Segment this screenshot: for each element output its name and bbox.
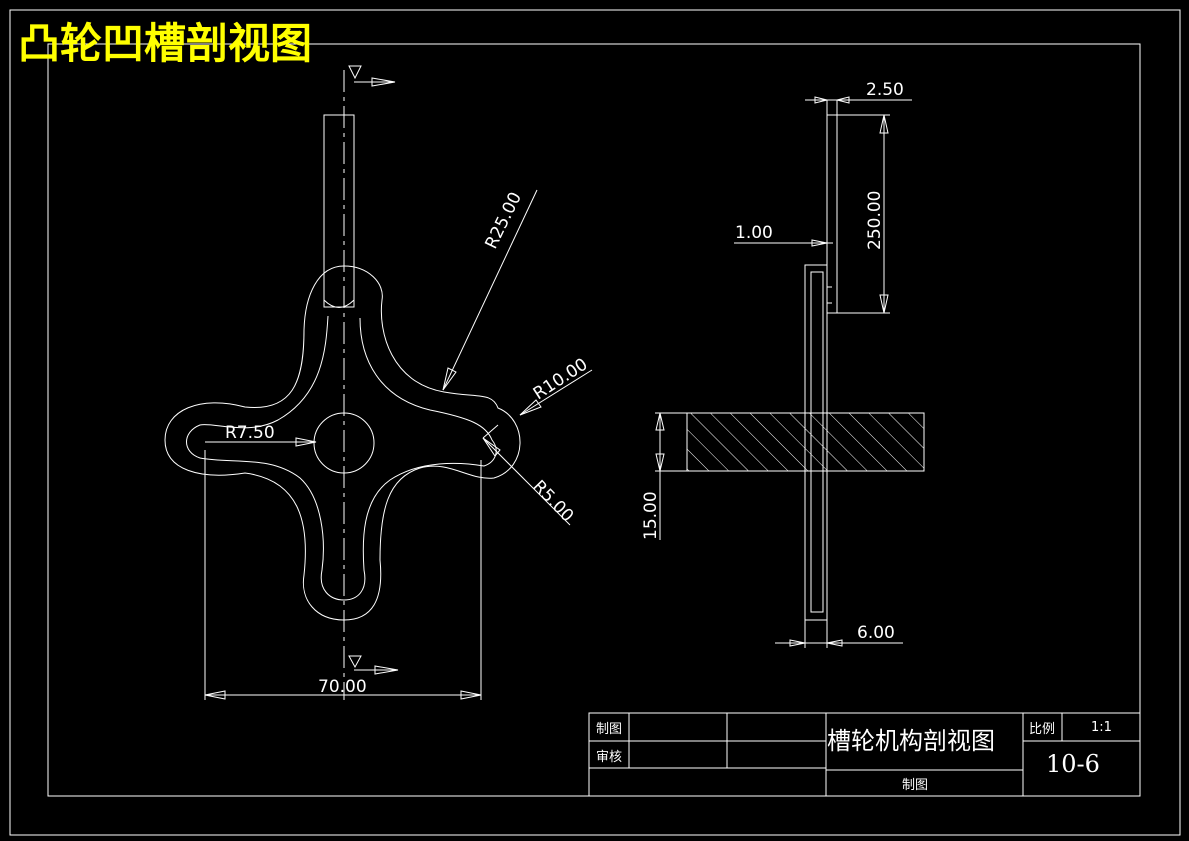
cam-inner-contour — [186, 315, 497, 601]
cam-outer-contour — [164, 265, 521, 621]
thickness-label: 2.50 — [866, 80, 904, 100]
hub-section[interactable] — [686, 412, 925, 472]
scale-value: 1:1 — [1091, 720, 1112, 735]
slot-label: 6.00 — [857, 623, 895, 643]
r-lobe-leader — [519, 369, 593, 416]
r-outer-label: R25.00 — [482, 189, 526, 252]
title-block — [588, 712, 1141, 797]
slot-arm-end — [323, 299, 355, 308]
side-view — [655, 96, 925, 648]
inner-border — [47, 43, 1141, 797]
center-hole — [313, 412, 375, 474]
r-hole-label: R7.50 — [225, 423, 275, 443]
part-name: 槽轮机构剖视图 — [827, 727, 995, 755]
length-label: 250.00 — [865, 191, 885, 250]
r-tip-label: R5.00 — [528, 477, 577, 527]
r-outer-leader — [442, 189, 538, 391]
side-plate — [826, 114, 838, 314]
footer-drawn-label: 制图 — [902, 778, 928, 793]
r-lobe-label: R10.00 — [530, 354, 592, 404]
slot-arm — [323, 114, 355, 308]
scale-label: 比例 — [1029, 722, 1055, 737]
section-arrow-top — [348, 65, 396, 87]
drawing-title: 凸轮凹槽剖视图 — [18, 19, 312, 68]
drawn-by-label: 制图 — [596, 722, 622, 737]
gap-label: 1.00 — [735, 223, 773, 243]
checked-by-label: 审核 — [596, 750, 622, 765]
drawing-number: 10-6 — [1046, 750, 1100, 778]
outer-border — [9, 9, 1181, 836]
front-view — [164, 65, 593, 700]
width-label: 70.00 — [318, 677, 367, 697]
section-arrow-bottom — [348, 655, 399, 675]
hub-label: 15.00 — [641, 491, 661, 540]
